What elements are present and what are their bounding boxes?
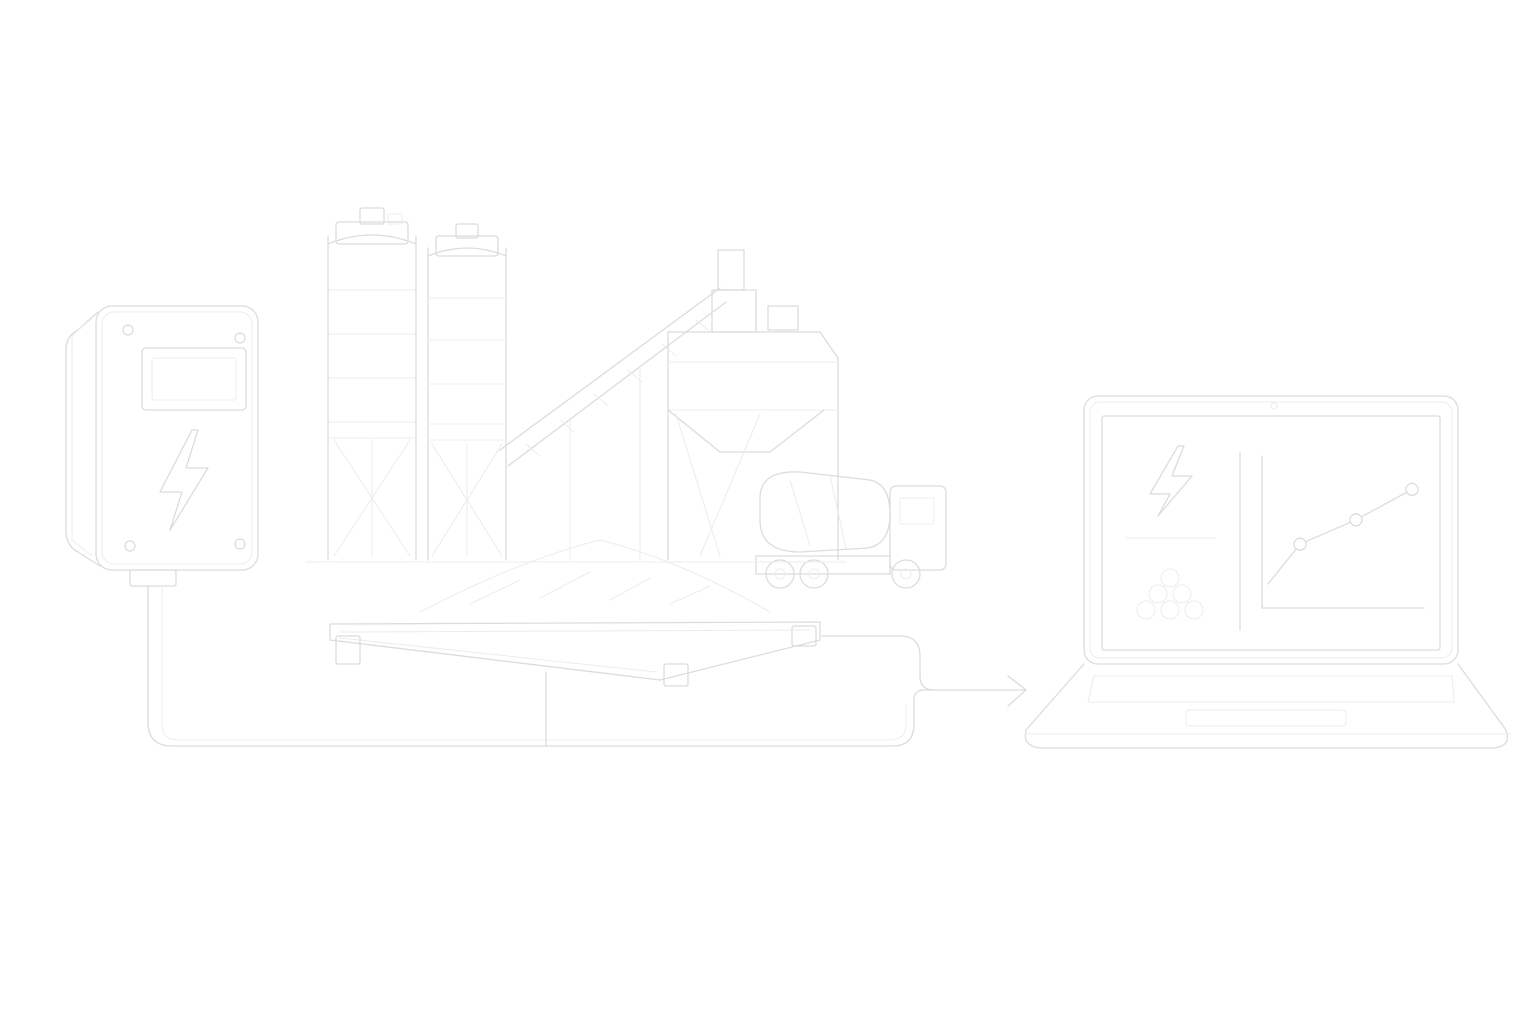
chart-point <box>1405 482 1419 497</box>
dashboard-line-chart <box>1261 455 1425 609</box>
conveyor-belt <box>499 287 727 561</box>
lightning-icon <box>159 429 209 531</box>
webcam <box>1270 402 1278 410</box>
power-tile-icon <box>1149 445 1193 517</box>
silo-left <box>327 207 417 561</box>
silo-right <box>427 223 507 561</box>
arrow-right-icon <box>1007 675 1027 707</box>
chart-series-line <box>1267 488 1413 585</box>
laptop-dashboard-icon <box>1024 395 1511 749</box>
mixing-tower <box>667 249 839 561</box>
concrete-mixer-truck-icon <box>755 471 947 589</box>
data-cable <box>147 585 1027 747</box>
weighbridge-platform-icon <box>329 539 821 687</box>
trackpad <box>1185 709 1347 727</box>
chart-point <box>1293 537 1307 551</box>
electrical-enclosure-icon <box>65 305 259 587</box>
aggregate-tile-icon <box>1136 568 1204 620</box>
chart-point <box>1349 513 1363 527</box>
aggregate-pile <box>419 539 771 613</box>
